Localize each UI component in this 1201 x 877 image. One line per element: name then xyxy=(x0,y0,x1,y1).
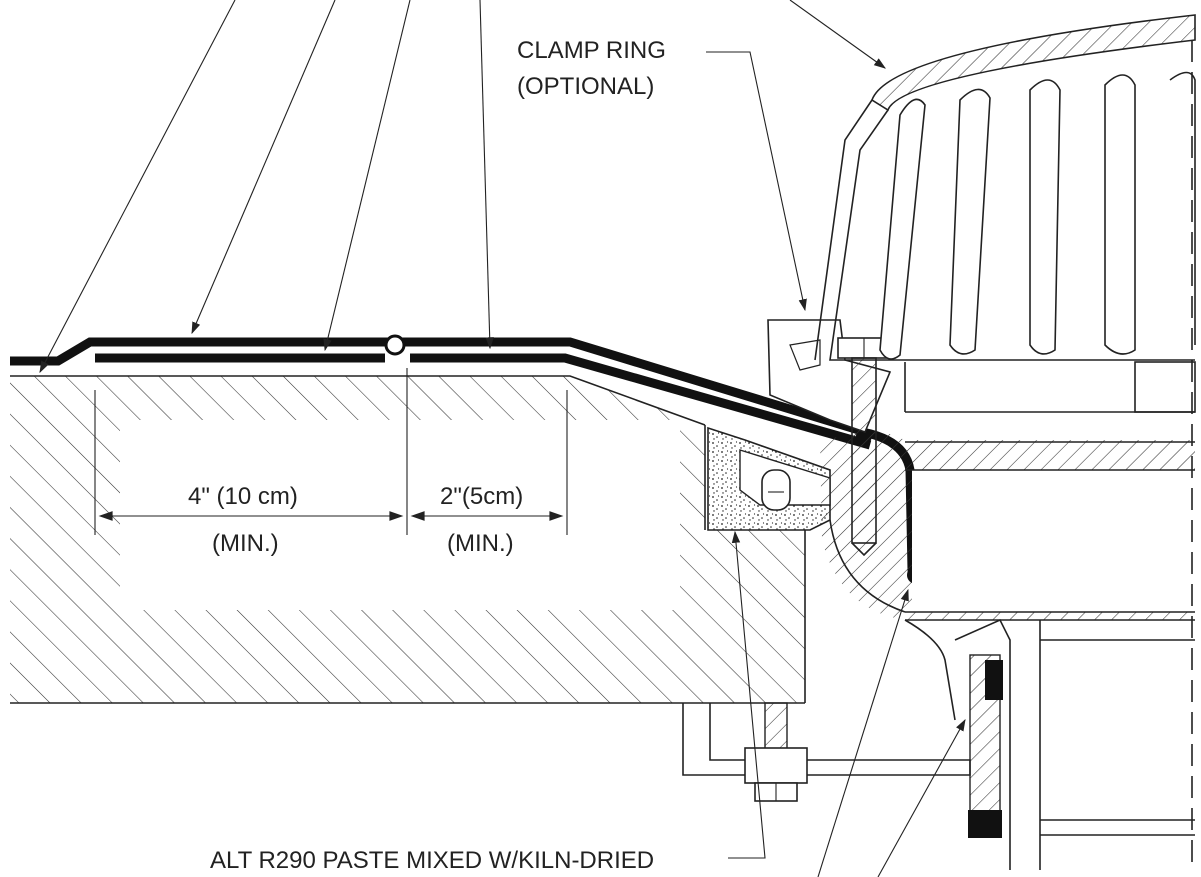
drain-body xyxy=(820,430,1197,870)
clamp-ring xyxy=(767,319,892,557)
paste-note-label: ALT R290 PASTE MIXED W/KILN-DRIED xyxy=(210,847,654,874)
dome-strainer xyxy=(814,14,1196,870)
dimension-4in-min-label: (MIN.) xyxy=(212,530,279,557)
dimension-lines: 4" (10 cm) (MIN.) 2"(5cm) (MIN.) xyxy=(94,368,568,557)
clamp-ring-label-line1: CLAMP RING xyxy=(517,37,666,64)
sump-receiver xyxy=(707,426,831,531)
dimension-2in-label: 2"(5cm) xyxy=(440,483,523,510)
clamp-ring-label: CLAMP RING (OPTIONAL) xyxy=(517,37,807,312)
clamp-ring-label-line2: (OPTIONAL) xyxy=(517,73,654,100)
structural-deck xyxy=(10,425,806,704)
dimension-4in-label: 4" (10 cm) xyxy=(188,483,298,510)
underdeck-clamp xyxy=(682,702,971,802)
leader-lines-bottom: ALT R290 PASTE MIXED W/KILN-DRIED xyxy=(210,530,966,877)
dimension-2in-min-label: (MIN.) xyxy=(447,530,514,557)
leader-lines-top xyxy=(39,0,886,374)
